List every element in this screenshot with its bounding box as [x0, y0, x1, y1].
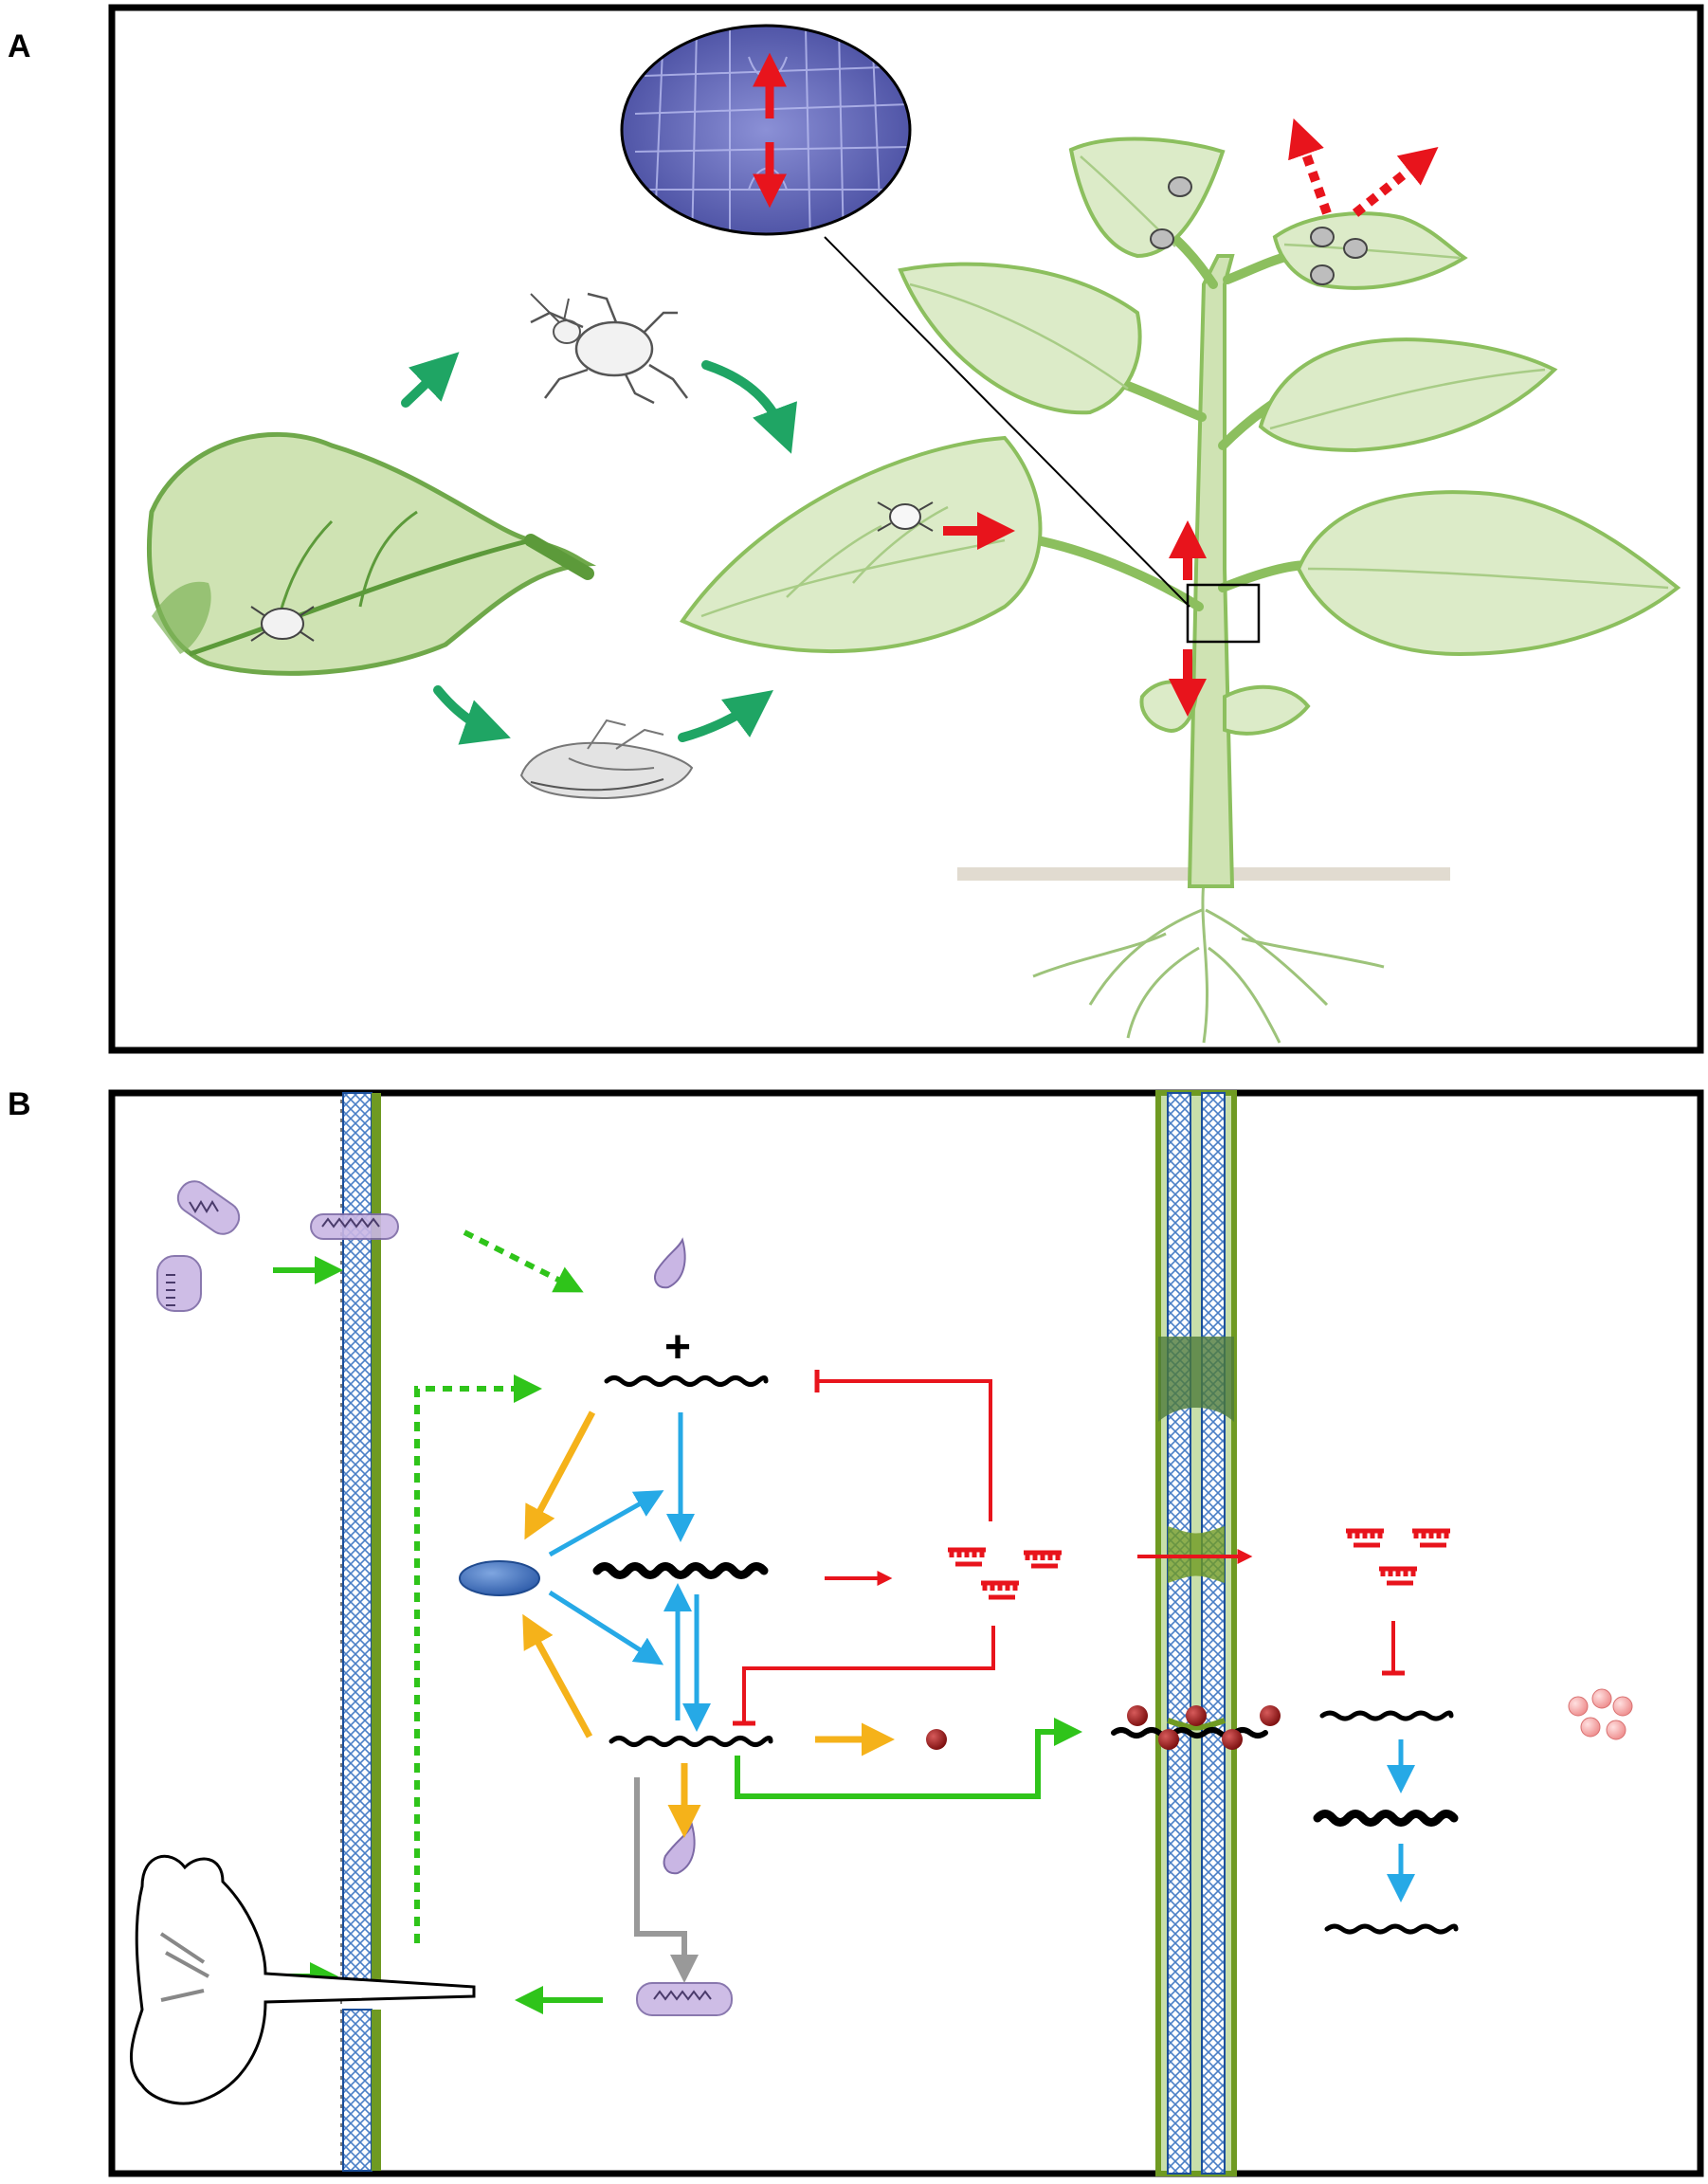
infected-leaf — [147, 431, 597, 676]
viral-particle-icon — [156, 1180, 733, 2016]
blue-arrows — [548, 1412, 1415, 1902]
rna-strand-top — [604, 1375, 769, 1387]
panel-b-frame — [108, 1089, 1704, 2177]
lifecycle-arrows — [401, 352, 797, 745]
panel-a-frame — [108, 4, 1704, 1054]
dispersal-arrow-left — [1288, 118, 1332, 215]
rna-strand-right-3 — [1324, 1923, 1459, 1935]
insect-stylet-icon — [129, 1854, 476, 2105]
gray-arrow — [634, 1777, 699, 1983]
panel-a — [108, 4, 1704, 1054]
cell-wall-left — [340, 1092, 381, 2172]
sirna-icon — [948, 1528, 1450, 1600]
stem-focus-square — [1186, 583, 1261, 644]
plant-stem — [1187, 254, 1235, 888]
rna-strand-bottom — [609, 1736, 773, 1747]
insect-cluster-icon — [1150, 176, 1368, 285]
red-arrows — [733, 1370, 1405, 1726]
panel-label-b: B — [8, 1086, 31, 1122]
dispersal-arrow-right — [1352, 147, 1439, 217]
leaf-large-right — [1296, 490, 1681, 657]
rna-strand-right-1 — [1319, 1710, 1454, 1721]
rna-strand-double — [592, 1562, 769, 1579]
insect-icon — [250, 606, 315, 642]
leaf-mid-left — [898, 262, 1142, 415]
cycle-arrow-3 — [433, 685, 511, 745]
cell-wall-right — [1155, 1090, 1237, 2176]
leaf-mid-right — [1258, 337, 1558, 453]
plus-sign: + — [664, 1322, 691, 1373]
leaf-large-left — [679, 435, 1043, 654]
microscopy-inset — [620, 24, 912, 236]
cycle-arrow-4 — [678, 690, 774, 742]
cycle-arrow-1 — [401, 352, 460, 408]
plasmodesma-upper — [1158, 1337, 1234, 1422]
panel-b: + — [108, 1089, 1704, 2177]
protein-sphere-icon — [926, 1705, 1281, 1750]
movement-arrows — [943, 118, 1439, 717]
plant-roots — [1032, 881, 1385, 1044]
molt-icon — [519, 719, 694, 800]
viral-particle-coils — [166, 1200, 712, 2001]
orange-arrows — [522, 1410, 895, 1838]
magnify-line — [824, 236, 1190, 608]
leaf-bud-right — [1223, 684, 1311, 736]
nucleus-icon — [459, 1560, 540, 1596]
plant-leaves — [679, 136, 1681, 736]
rna-strands — [592, 1375, 1459, 1935]
panel-label-a: A — [8, 28, 31, 64]
leaf-top-left — [1068, 136, 1226, 259]
insect-on-leaf-icon — [877, 501, 934, 532]
green-entry-arrows — [273, 1229, 1082, 2014]
insect-adult-icon — [530, 292, 688, 405]
cycle-arrow-2 — [701, 360, 797, 454]
pink-sphere-cluster-icon — [1568, 1688, 1633, 1740]
rna-strand-wall — [1111, 1727, 1268, 1738]
rna-strand-right-2 — [1313, 1810, 1459, 1827]
